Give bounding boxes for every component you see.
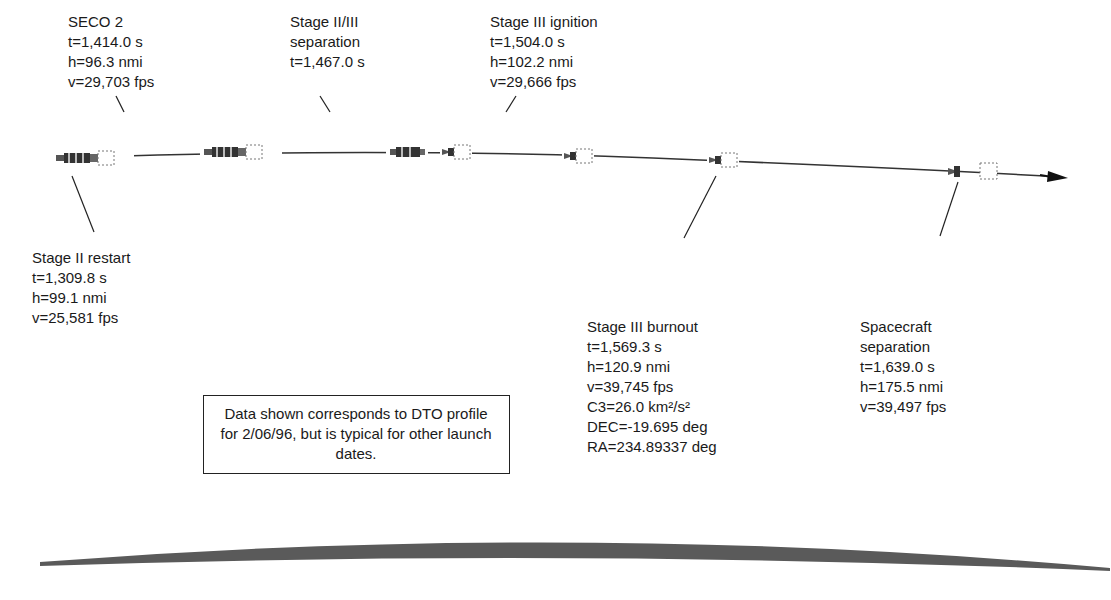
event-label: t=1,569.3 s: [587, 337, 662, 357]
event-label: t=1,639.0 s: [860, 357, 935, 377]
event-label: h=175.5 nmi: [860, 377, 943, 397]
event-label: h=120.9 nmi: [587, 357, 670, 377]
event-label: v=29,666 fps: [490, 72, 576, 92]
event-label: separation: [860, 337, 930, 357]
event-label: Spacecraft: [860, 317, 932, 337]
event-label: Stage III burnout: [587, 317, 698, 337]
event-label: t=1,309.8 s: [32, 268, 107, 288]
event-label: h=96.3 nmi: [68, 52, 143, 72]
event-label: DEC=-19.695 deg: [587, 417, 708, 437]
event-label: SECO 2: [68, 12, 123, 32]
event-label: Stage II restart: [32, 248, 130, 268]
event-label: v=39,497 fps: [860, 397, 946, 417]
event-label: Stage III ignition: [490, 12, 598, 32]
event-label: t=1,504.0 s: [490, 32, 565, 52]
event-label: separation: [290, 32, 360, 52]
event-label: C3=26.0 km²/s²: [587, 397, 690, 417]
event-label: v=29,703 fps: [68, 72, 154, 92]
event-label: v=39,745 fps: [587, 377, 673, 397]
event-label: t=1,467.0 s: [290, 52, 365, 72]
note-text: Data shown corresponds to DTO profile fo…: [216, 404, 496, 464]
event-label: v=25,581 fps: [32, 308, 118, 328]
note-box: Data shown corresponds to DTO profile fo…: [203, 395, 510, 474]
event-label: h=99.1 nmi: [32, 288, 107, 308]
event-label: RA=234.89337 deg: [587, 437, 717, 457]
event-label: Stage II/III: [290, 12, 358, 32]
event-label: t=1,414.0 s: [68, 32, 143, 52]
event-label: h=102.2 nmi: [490, 52, 573, 72]
